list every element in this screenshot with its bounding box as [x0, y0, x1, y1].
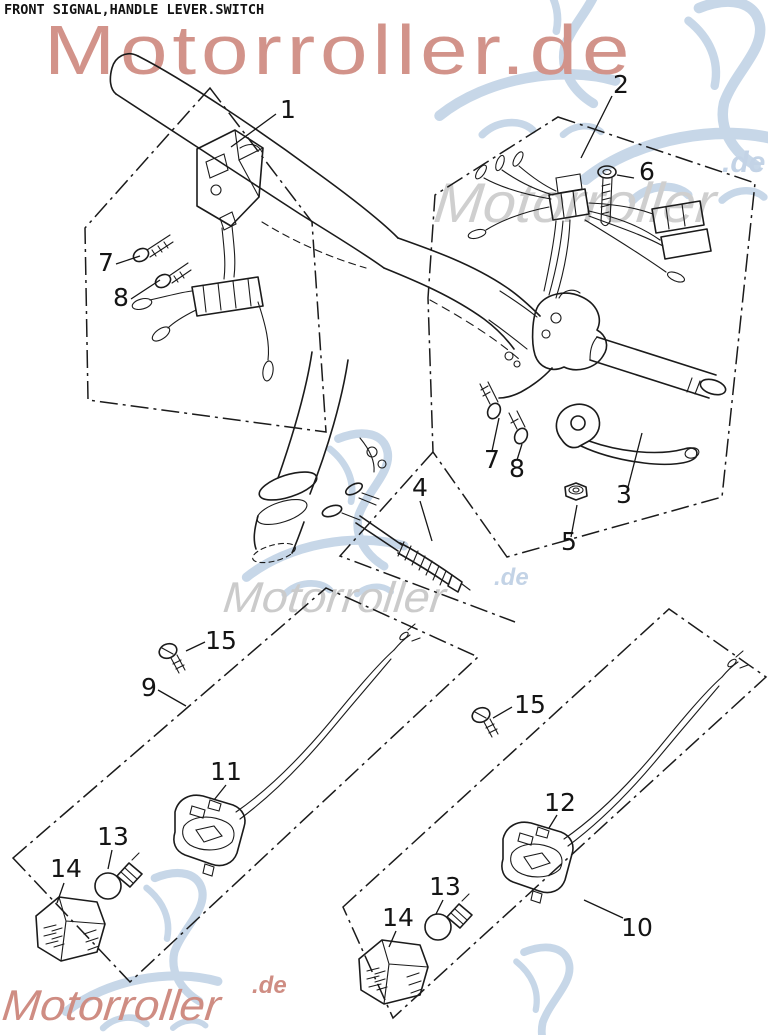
leader-part-2-1: [580, 95, 613, 159]
leader-part-12-13: [548, 814, 558, 829]
leader-part-7-6: [115, 255, 141, 265]
callout-part-4-3: 4: [412, 473, 428, 502]
leader-part-13-16: [435, 899, 444, 915]
callout-part-5-4: 5: [561, 527, 577, 556]
callout-part-14-17: 14: [382, 903, 414, 932]
callout-part-7-6: 7: [98, 248, 114, 277]
callout-part-8-7: 8: [113, 283, 129, 312]
screw-8-left: [154, 262, 192, 289]
callout-part-12-13: 12: [544, 788, 576, 817]
callout-leader-lines: [56, 95, 643, 948]
callout-part-8-9: 8: [509, 454, 525, 483]
watermark-de-middle: .de: [494, 564, 529, 591]
callout-part-15-19: 15: [514, 690, 546, 719]
leader-part-5-4: [570, 504, 578, 538]
brake-lever-bracket-assembly: [488, 289, 608, 399]
page-title: FRONT SIGNAL,HANDLE LEVER.SWITCH: [4, 2, 265, 18]
signal-lamp-right-group: [358, 650, 749, 1005]
signal-lamp-left-group: [35, 623, 421, 962]
leader-part-9-10: [157, 689, 187, 707]
leader-part-15-18: [185, 641, 206, 652]
leader-part-3-2: [626, 432, 643, 492]
callout-part-10-11: 10: [621, 913, 653, 942]
leader-part-6-5: [616, 174, 635, 179]
brake-lever: [555, 403, 700, 466]
watermark-de-right: .de: [722, 146, 766, 179]
screw-7-left: [132, 234, 174, 263]
left-wiring-connector: [131, 225, 274, 382]
nut-5: [564, 482, 588, 501]
leader-part-11-12: [213, 784, 227, 801]
leader-part-13-14: [107, 849, 113, 870]
group-outline-signal-right: [342, 608, 768, 1020]
callout-part-11-12: 11: [210, 757, 242, 786]
throttle-grip-tube: [589, 336, 727, 399]
steering-stem: [252, 351, 387, 564]
callout-part-13-14: 13: [97, 822, 129, 851]
leader-part-8-7: [130, 279, 161, 300]
leader-part-15-19: [492, 706, 513, 719]
callout-part-2-1: 2: [613, 70, 629, 99]
callout-part-1-0: 1: [280, 95, 296, 124]
callout-part-15-18: 15: [205, 626, 237, 655]
callout-part-14-15: 14: [50, 854, 82, 883]
leader-part-1-0: [230, 113, 277, 148]
screw-8-right: [508, 410, 529, 445]
callout-part-9-10: 9: [141, 673, 157, 702]
left-switch-housing: [196, 129, 264, 231]
screw-7-right: [479, 381, 502, 420]
leader-part-4-3: [419, 500, 433, 542]
callout-part-7-8: 7: [484, 445, 500, 474]
group-outline-right-switch: [338, 116, 756, 623]
leader-part-7-8: [491, 417, 500, 452]
right-switch-harness: [467, 151, 712, 299]
group-outline-left-switch: [84, 86, 327, 433]
leader-part-8-9: [516, 443, 523, 461]
watermark-de-bottom: .de: [252, 972, 287, 999]
screw-6: [597, 165, 617, 227]
watermark-top: Motorroller.de: [44, 11, 635, 89]
leader-part-10-11: [583, 899, 624, 919]
handlebar: [109, 53, 541, 361]
leader-part-14-17: [388, 930, 397, 948]
callout-part-6-5: 6: [639, 157, 655, 186]
callout-part-3-2: 3: [616, 480, 632, 509]
cable-4: [321, 482, 471, 593]
leader-part-14-15: [56, 882, 65, 904]
callout-part-13-16: 13: [429, 872, 461, 901]
